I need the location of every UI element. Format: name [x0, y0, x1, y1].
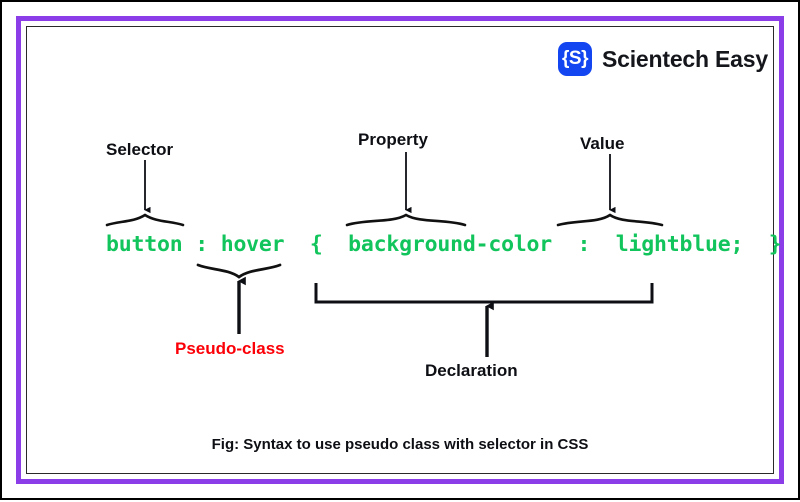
figure-caption: Fig: Syntax to use pseudo class with sel… [211, 436, 589, 453]
brand-name: Scientech Easy [602, 45, 768, 72]
label-property: Property [358, 130, 428, 149]
label-selector: Selector [106, 140, 174, 159]
css-code-line: button : hover { background-color : ligh… [106, 232, 782, 257]
label-value: Value [580, 134, 625, 153]
brand-logo: {S} Scientech Easy [558, 42, 768, 76]
scientech-logo-icon: {S} [558, 42, 592, 76]
label-pseudo-class: Pseudo-class [175, 339, 285, 358]
label-declaration: Declaration [425, 361, 518, 380]
